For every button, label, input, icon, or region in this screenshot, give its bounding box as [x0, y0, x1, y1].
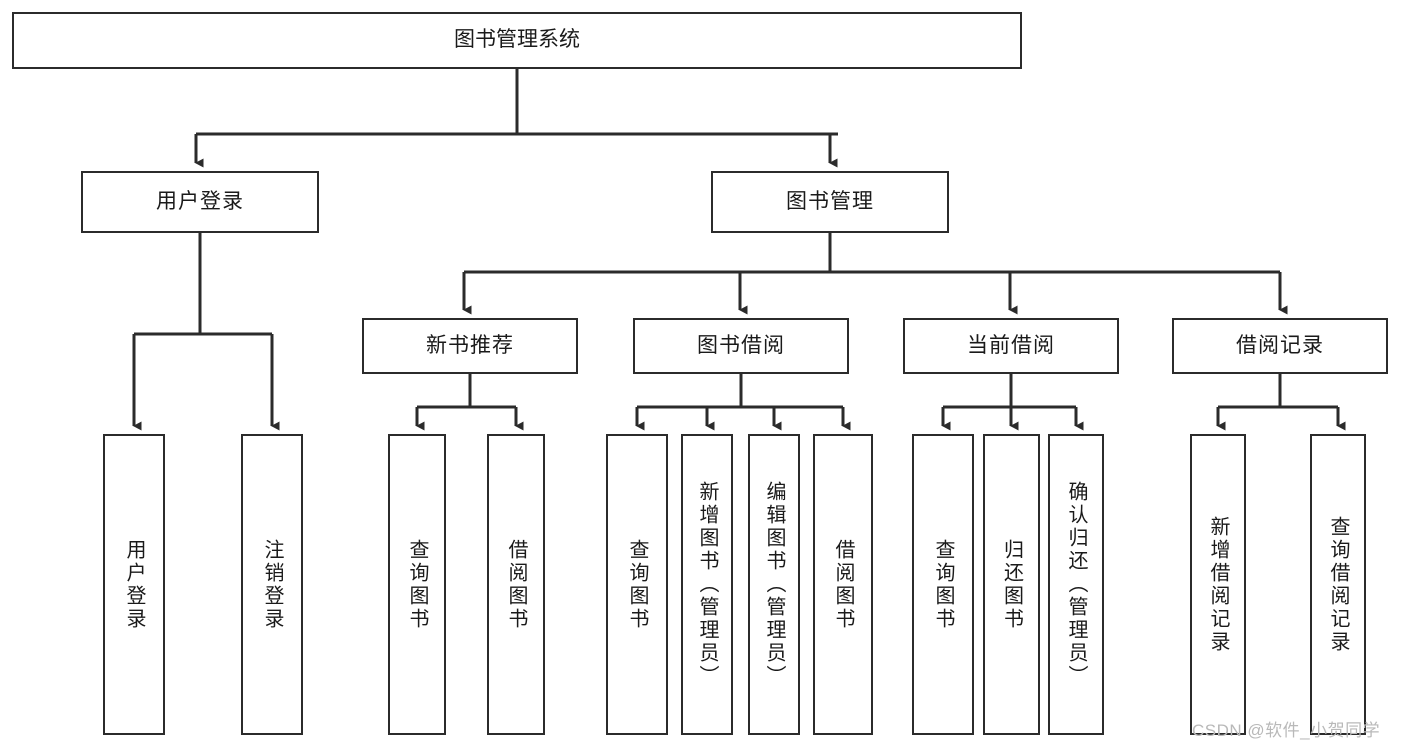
node-new-book-recommend[interactable]: 新书推荐: [362, 318, 578, 374]
leaf-confirm-return-admin[interactable]: 确认归还（管理员）: [1048, 434, 1104, 735]
leaf-add-borrow-record[interactable]: 新增借阅记录: [1190, 434, 1246, 735]
leaf-add-book-admin[interactable]: 新增图书（管理员）: [681, 434, 733, 735]
leaf-query-borrow-record[interactable]: 查询借阅记录: [1310, 434, 1366, 735]
node-current-borrow[interactable]: 当前借阅: [903, 318, 1119, 374]
node-book-management[interactable]: 图书管理: [711, 171, 949, 233]
leaf-query-book-recommend[interactable]: 查询图书: [388, 434, 446, 735]
node-borrow-record[interactable]: 借阅记录: [1172, 318, 1388, 374]
node-user-login[interactable]: 用户登录: [81, 171, 319, 233]
leaf-borrow-book-recommend[interactable]: 借阅图书: [487, 434, 545, 735]
leaf-query-book-borrow[interactable]: 查询图书: [606, 434, 668, 735]
leaf-user-login[interactable]: 用户登录: [103, 434, 165, 735]
leaf-return-book[interactable]: 归还图书: [983, 434, 1040, 735]
node-book-borrow[interactable]: 图书借阅: [633, 318, 849, 374]
csdn-watermark: CSDN @软件_小贺同学: [1192, 721, 1381, 740]
leaf-borrow-book[interactable]: 借阅图书: [813, 434, 873, 735]
node-root[interactable]: 图书管理系统: [12, 12, 1022, 69]
leaf-logout[interactable]: 注销登录: [241, 434, 303, 735]
leaf-query-book-current[interactable]: 查询图书: [912, 434, 974, 735]
leaf-edit-book-admin[interactable]: 编辑图书（管理员）: [748, 434, 800, 735]
